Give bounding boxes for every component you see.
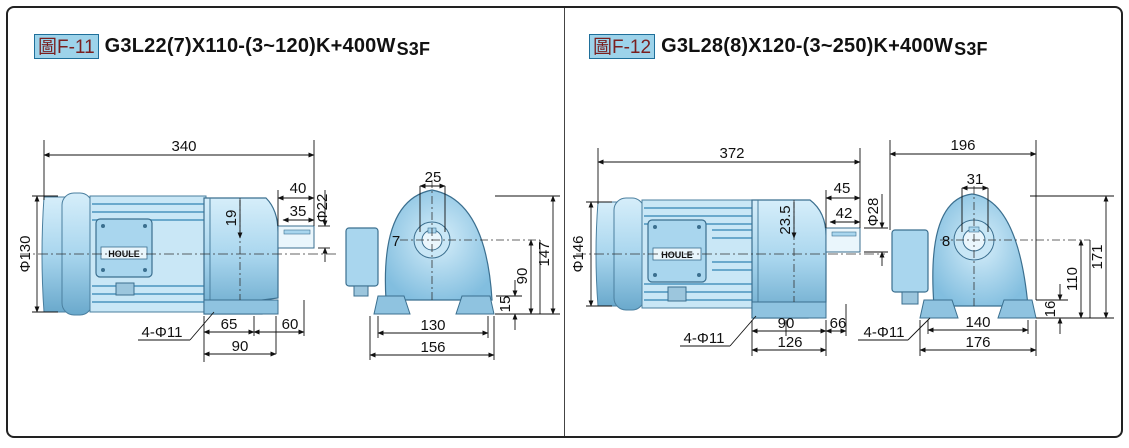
fig11-end-dim-text: 25 7 15 90 147 130 156: [392, 169, 553, 356]
fig12-end-dims: [858, 140, 1114, 356]
fig11-dim-key-height: 19: [223, 210, 240, 227]
fig11-side-dim-text: 340 Φ130 40 35 Φ22 19 65 60 90 4-Φ11: [17, 138, 331, 355]
fig12-dim-shaft-dia: Φ28: [865, 198, 882, 227]
fig11-label: 圖F-11: [34, 34, 99, 59]
panel-divider: [564, 8, 565, 436]
fig12-label: 圖F-12: [589, 34, 656, 59]
fig11-end-dims: [369, 183, 560, 360]
fig11-dim-shaft-outer: 40: [290, 180, 307, 197]
fig12-dim-key-height: 23.5: [777, 205, 794, 234]
fig11-dim-key-depth: 7: [392, 233, 400, 250]
fig12-dim-key-depth: 8: [942, 233, 950, 250]
fig12-dim-base-a: 90: [778, 315, 795, 332]
fig11-dim-foot-h: 15: [497, 296, 514, 313]
fig12-dim-overall-length: 372: [719, 145, 744, 162]
fig11-side-view: HOULE: [20, 192, 338, 316]
fig11-dim-base-a: 65: [221, 316, 238, 333]
fig11-dim-key-width: 25: [425, 169, 442, 186]
fig12-model: G3L28(8)X120-(3~250)K+400WS3F: [661, 35, 988, 59]
fig12-dim-mount-holes: 4-Φ11: [684, 330, 725, 347]
fig12-dim-shaft-inner: 42: [836, 205, 853, 222]
fig11-end-view: [345, 180, 540, 315]
fig11-dim-foot-w: 156: [420, 339, 445, 356]
fig12-dim-side-width: 196: [950, 137, 975, 154]
fig11-side-dims: [32, 140, 330, 362]
fig11-dim-shaft-dia: Φ22: [314, 194, 331, 223]
fig11-dim-total-h: 147: [536, 241, 553, 266]
fig11-dim-base-b: 60: [282, 316, 299, 333]
fig11-dim-shaft-inner: 35: [290, 203, 307, 220]
fig12-side-dim-text: 372 Φ146 45 42 Φ28 23.5 90 66 126 4-Φ11: [570, 145, 882, 351]
fig12-dim-key-width: 31: [967, 171, 984, 188]
fig12-dim-base-b: 66: [830, 315, 847, 332]
fig12-end-view: [891, 186, 1090, 319]
fig12-dim-shaft-outer: 45: [834, 180, 851, 197]
fig11-dim-base-c: 90: [232, 338, 249, 355]
fig12-dim-motor-dia: Φ146: [570, 236, 587, 273]
fig12-title: 圖F-12 G3L28(8)X120-(3~250)K+400WS3F: [589, 34, 988, 59]
fig12-side-dims: [586, 148, 888, 356]
fig12-dim-foot-h: 16: [1042, 301, 1059, 318]
fig12-end-dim-text: 196 31 8 16 110 171 140 176 4-Φ11: [864, 137, 1106, 351]
fig12-side-view: HOULE: [576, 197, 885, 319]
fig12-dim-base-c: 126: [777, 334, 802, 351]
fig12-dim-bolt-w: 140: [965, 314, 990, 331]
fig12-dim-center-h: 110: [1064, 267, 1081, 291]
fig12-brand-label: HOULE: [661, 250, 693, 260]
fig11-dim-center-h: 90: [514, 268, 531, 285]
fig11-dim-bolt-w: 130: [420, 317, 445, 334]
fig11-title: 圖F-11 G3L22(7)X110-(3~120)K+400WS3F: [34, 34, 430, 59]
fig11-dim-overall-length: 340: [171, 138, 196, 155]
fig11-dim-motor-dia: Φ130: [17, 236, 34, 273]
fig12-dim-mount-holes-end: 4-Φ11: [864, 324, 905, 341]
fig11-model: G3L22(7)X110-(3~120)K+400WS3F: [104, 35, 431, 59]
fig12-dim-total-h: 171: [1089, 244, 1106, 269]
fig12-dim-foot-w: 176: [965, 334, 990, 351]
fig11-dim-mount-holes: 4-Φ11: [142, 324, 183, 341]
